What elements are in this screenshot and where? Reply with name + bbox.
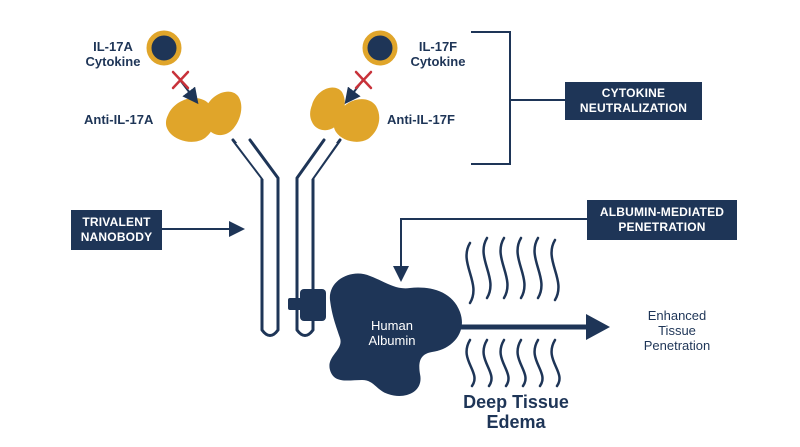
blocked-arrow-right bbox=[344, 70, 373, 105]
enhanced-penetration-line1: Enhanced bbox=[647, 308, 707, 323]
il17a-cytokine-icon bbox=[146, 30, 182, 66]
nanobody-scaffold bbox=[231, 138, 342, 337]
neutralization-bracket bbox=[471, 31, 565, 165]
trivalent-nanobody-line2: NANOBODY bbox=[80, 230, 153, 244]
human-albumin-shape bbox=[329, 273, 462, 396]
blocked-x-icon bbox=[171, 70, 190, 90]
anti-il17a-binder bbox=[165, 91, 242, 142]
left-stem-outline bbox=[231, 138, 280, 337]
albumin-mediated-penetration-box: ALBUMIN-MEDIATED PENETRATION bbox=[587, 200, 737, 240]
cytokine-neutralization-box: CYTOKINE NEUTRALIZATION bbox=[565, 82, 702, 120]
il17a-label-line2: Cytokine bbox=[85, 54, 141, 69]
penetration-arrow-head bbox=[586, 314, 610, 340]
deep-tissue-edema-label: Deep Tissue Edema bbox=[446, 392, 586, 432]
blocked-x-icon bbox=[354, 70, 373, 90]
trivalent-nanobody-line1: TRIVALENT bbox=[82, 215, 151, 229]
cytokine-neutralization-line2: NEUTRALIZATION bbox=[579, 101, 688, 115]
trivalent-nanobody-box: TRIVALENT NANOBODY bbox=[71, 210, 162, 250]
albumin-mediated-line2: PENETRATION bbox=[618, 220, 706, 234]
il17f-cytokine-icon bbox=[362, 30, 398, 66]
enhanced-penetration-line2: Tissue bbox=[658, 323, 696, 338]
blocked-arrow-left bbox=[171, 70, 199, 105]
human-albumin-line1: Human bbox=[371, 318, 413, 333]
albumin-pointer-arrow bbox=[393, 218, 587, 282]
albumin-binding-connector bbox=[288, 289, 326, 321]
human-albumin-label: Human Albumin bbox=[352, 318, 432, 348]
anti-il17a-label: Anti-IL-17A bbox=[84, 112, 154, 127]
il17f-label-line2: Cytokine bbox=[410, 54, 466, 69]
albumin-mediated-line1: ALBUMIN-MEDIATED bbox=[599, 205, 725, 219]
cytokine-neutralization-line1: CYTOKINE bbox=[601, 86, 666, 100]
enhanced-penetration-label: Enhanced Tissue Penetration bbox=[622, 308, 732, 353]
anti-il17f-binder bbox=[310, 87, 380, 142]
il17a-label: IL-17A Cytokine bbox=[78, 39, 148, 69]
il17a-label-line1: IL-17A bbox=[93, 39, 133, 54]
deep-tissue-edema-line1: Deep Tissue bbox=[463, 392, 569, 412]
deep-tissue-edema-waves bbox=[465, 236, 561, 388]
right-stem-outline bbox=[295, 138, 342, 337]
il17f-label: IL-17F Cytokine bbox=[403, 39, 473, 69]
enhanced-penetration-line3: Penetration bbox=[643, 338, 711, 353]
human-albumin-line2: Albumin bbox=[368, 333, 416, 348]
il17f-label-line1: IL-17F bbox=[418, 39, 458, 54]
anti-il17f-label: Anti-IL-17F bbox=[387, 112, 455, 127]
deep-tissue-edema-line2: Edema bbox=[486, 412, 546, 432]
